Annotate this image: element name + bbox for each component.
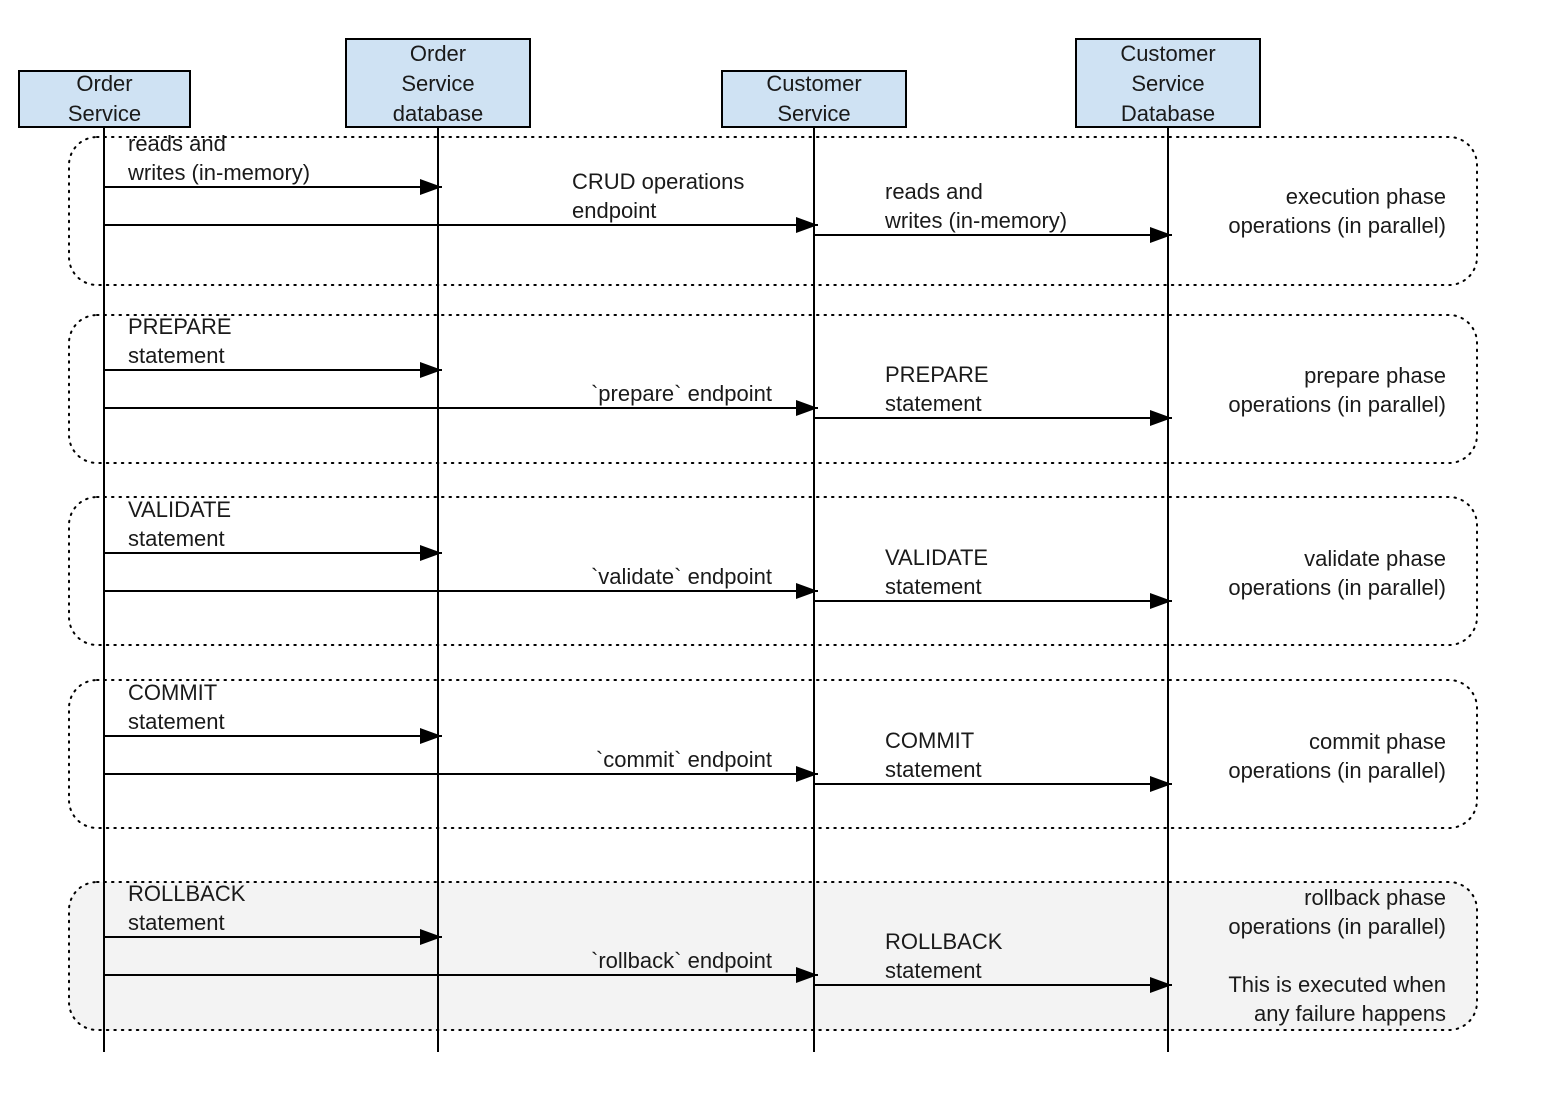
phase-frame	[68, 136, 1478, 286]
message-label-line: COMMIT	[885, 728, 974, 753]
phase-note-line: operations (in parallel)	[1228, 575, 1446, 600]
message-label-line: writes (in-memory)	[127, 160, 310, 185]
phase-frame	[68, 496, 1478, 646]
participant-label-line: Database	[1121, 101, 1215, 126]
message-label-line: VALIDATE	[885, 545, 988, 570]
phase-note: validate phase operations (in parallel)	[1228, 546, 1446, 600]
message-label: PREPARE statement	[128, 314, 232, 368]
phase-note-line: operations (in parallel)	[1228, 914, 1446, 939]
message-label: ROLLBACK statement	[885, 929, 1003, 983]
phase-frame	[68, 881, 1478, 1031]
message-label: `prepare` endpoint	[591, 381, 772, 406]
message-label-line: endpoint	[572, 198, 656, 223]
message-label-line: statement	[128, 910, 225, 935]
message-label: VALIDATE statement	[885, 545, 988, 599]
message-label: `validate` endpoint	[591, 564, 772, 589]
phase-note-line: rollback phase	[1304, 885, 1446, 910]
phase-prepare-messages: PREPARE statement `prepare` endpoint PREPAR…	[104, 314, 1172, 426]
phase-note: prepare phase operations (in parallel)	[1228, 363, 1446, 417]
phase-note-line: operations (in parallel)	[1228, 213, 1446, 238]
phase-validate: validate phase operations (in parallel)	[68, 496, 1478, 646]
message-label-line: statement	[885, 958, 982, 983]
participant-label-line: Service	[1131, 71, 1204, 96]
phase-note-line: operations (in parallel)	[1228, 392, 1446, 417]
phase-note-line: any failure happens	[1254, 1001, 1446, 1026]
participant-label-line: Order	[410, 41, 466, 66]
message-label-line: reads and	[128, 131, 226, 156]
message-label: COMMIT statement	[128, 680, 225, 734]
phase-frame	[68, 679, 1478, 829]
phase-note: commit phase operations (in parallel)	[1228, 729, 1446, 783]
phase-execution: execution phase operations (in parallel)	[68, 136, 1478, 286]
phase-frame	[68, 314, 1478, 464]
message-label-line: writes (in-memory)	[884, 208, 1067, 233]
message-label-line: reads and	[885, 179, 983, 204]
participant-label-line: Customer	[1120, 41, 1215, 66]
participant-box	[721, 70, 907, 128]
participant-box	[345, 38, 531, 128]
message-label-line: statement	[885, 574, 982, 599]
phase-note-line: This is executed when	[1228, 972, 1446, 997]
phase-note-line: validate phase	[1304, 546, 1446, 571]
phase-note-line: prepare phase	[1304, 363, 1446, 388]
message-label-line: statement	[885, 391, 982, 416]
message-label-line: statement	[885, 757, 982, 782]
message-label-line: `commit` endpoint	[596, 747, 772, 772]
message-label-line: statement	[128, 343, 225, 368]
participant-box	[1075, 38, 1261, 128]
phase-commit: commit phase operations (in parallel)	[68, 679, 1478, 829]
phase-validate-messages: VALIDATE statement `validate` endpoint VALI…	[104, 497, 1172, 609]
participant-label-line: Service	[777, 101, 850, 126]
participant-box	[18, 70, 191, 128]
message-label-line: statement	[128, 709, 225, 734]
message-label: reads and writes (in-memory)	[127, 131, 310, 185]
message-label: CRUD operations endpoint	[572, 169, 744, 223]
phase-note-line: commit phase	[1309, 729, 1446, 754]
message-label: PREPARE statement	[885, 362, 989, 416]
phase-note-line: operations (in parallel)	[1228, 758, 1446, 783]
message-label-line: ROLLBACK	[128, 881, 246, 906]
phase-rollback-messages: ROLLBACK statement `rollback` endpoint ROLL…	[104, 881, 1172, 993]
participant-label-line: Customer	[766, 71, 861, 96]
message-label-line: COMMIT	[128, 680, 217, 705]
message-label-line: CRUD operations	[572, 169, 744, 194]
phase-execution-messages: reads and writes (in-memory) CRUD operatio…	[104, 131, 1172, 243]
message-label-line: ROLLBACK	[885, 929, 1003, 954]
message-label-line: `validate` endpoint	[591, 564, 772, 589]
message-label-line: `rollback` endpoint	[591, 948, 772, 973]
phase-rollback: rollback phase operations (in parallel) Th…	[68, 881, 1478, 1031]
message-label-line: PREPARE	[885, 362, 989, 387]
message-label-line: VALIDATE	[128, 497, 231, 522]
phase-note-line: execution phase	[1286, 184, 1446, 209]
phase-prepare: prepare phase operations (in parallel)	[68, 314, 1478, 464]
message-label: `commit` endpoint	[596, 747, 772, 772]
message-label: ROLLBACK statement	[128, 881, 246, 935]
phase-note: execution phase operations (in parallel)	[1228, 184, 1446, 238]
message-label: VALIDATE statement	[128, 497, 231, 551]
participant-label-line: Order	[76, 71, 132, 96]
message-label-line: statement	[128, 526, 225, 551]
participant-label-line: Service	[401, 71, 474, 96]
phase-commit-messages: COMMIT statement `commit` endpoint COMMIT st…	[104, 680, 1172, 792]
message-label-line: `prepare` endpoint	[591, 381, 772, 406]
message-label: `rollback` endpoint	[591, 948, 772, 973]
participant-label-line: database	[393, 101, 484, 126]
message-label: COMMIT statement	[885, 728, 982, 782]
phase-note: rollback phase operations (in parallel) Th…	[1228, 885, 1446, 1026]
message-label-line: PREPARE	[128, 314, 232, 339]
participant-label-line: Service	[68, 101, 141, 126]
message-label: reads and writes (in-memory)	[884, 179, 1067, 233]
